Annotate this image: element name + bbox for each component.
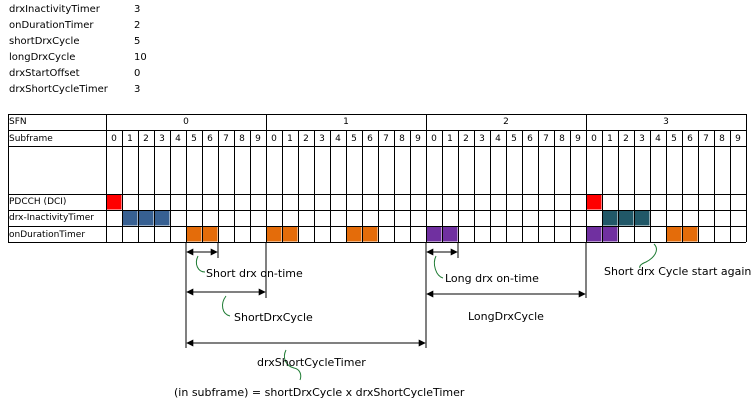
timer-cell	[586, 226, 602, 242]
label-short-drx-cycle: ShortDrxCycle	[234, 311, 313, 324]
subframe-number: 0	[271, 134, 277, 144]
timer-cell	[138, 210, 154, 226]
subframe-number: 6	[687, 134, 693, 144]
callout-curves	[195, 243, 657, 381]
timer-cell	[682, 226, 698, 242]
subframe-number: 0	[431, 134, 437, 144]
subframe-number: 3	[159, 134, 165, 144]
subframe-number: 3	[639, 134, 645, 144]
subframe-number: 6	[367, 134, 373, 144]
timer-cell	[666, 226, 682, 242]
param-name: longDrxCycle	[9, 52, 76, 63]
frame-number: 1	[343, 117, 349, 127]
timer-cell	[202, 226, 218, 242]
param-name: drxShortCycleTimer	[9, 84, 108, 95]
frame-number: 2	[503, 117, 509, 127]
subframe-number: 3	[479, 134, 485, 144]
param-value: 0	[134, 68, 141, 79]
subframe-number: 2	[623, 134, 629, 144]
timer-cell	[602, 210, 618, 226]
param-value: 2	[134, 20, 141, 31]
param-value: 5	[134, 36, 141, 47]
subframe-grid	[8, 114, 747, 243]
timer-cell	[266, 226, 282, 242]
subframe-number: 4	[655, 134, 661, 144]
timer-cell	[122, 210, 138, 226]
subframe-number: 2	[463, 134, 469, 144]
subframe-number: 7	[383, 134, 389, 144]
subframe-number: 8	[719, 134, 725, 144]
subframe-number: 9	[735, 134, 741, 144]
param-name: shortDrxCycle	[9, 36, 80, 47]
subframe-label: Subframe	[9, 134, 53, 144]
timer-cell	[426, 226, 442, 242]
param-name: onDurationTimer	[9, 20, 94, 31]
subframe-number: 6	[207, 134, 213, 144]
param-name: drxInactivityTimer	[9, 4, 100, 15]
subframe-number: 1	[127, 134, 133, 144]
timer-cell	[586, 194, 602, 210]
subframe-number: 5	[191, 134, 197, 144]
label-long-drx-on-time: Long drx on-time	[445, 272, 539, 285]
row-label-pdcch: PDCCH (DCI)	[9, 197, 66, 207]
subframe-number: 7	[703, 134, 709, 144]
label-drx-short-cycle-timer: drxShortCycleTimer	[257, 356, 366, 369]
subframe-number: 2	[303, 134, 309, 144]
subframe-number: 7	[543, 134, 549, 144]
guide-lines	[185, 242, 587, 348]
subframe-number: 4	[495, 134, 501, 144]
frame-number: 3	[663, 117, 669, 127]
subframe-number: 3	[319, 134, 325, 144]
subframe-number: 6	[527, 134, 533, 144]
subframe-number: 2	[143, 134, 149, 144]
subframe-number: 9	[415, 134, 421, 144]
subframe-number: 8	[559, 134, 565, 144]
subframe-number: 4	[175, 134, 181, 144]
subframe-number: 8	[399, 134, 405, 144]
timer-cell	[442, 226, 458, 242]
subframe-number: 5	[351, 134, 357, 144]
timer-cell	[106, 194, 122, 210]
row-label-onduration: onDurationTimer	[9, 230, 85, 240]
frame-number: 0	[183, 117, 189, 127]
label-short-drx-on-time: Short drx on-time	[206, 267, 303, 280]
measurement-arrows	[186, 248, 586, 347]
timer-cell	[618, 210, 634, 226]
subframe-number: 1	[287, 134, 293, 144]
subframe-number: 9	[255, 134, 261, 144]
subframe-number: 4	[335, 134, 341, 144]
row-label-inactivity: drx-InactivityTimer	[9, 213, 94, 223]
subframe-number: 1	[447, 134, 453, 144]
timer-cell	[602, 226, 618, 242]
label-long-drx-cycle: LongDrxCycle	[468, 310, 544, 323]
timer-cell	[634, 210, 650, 226]
param-value: 3	[134, 4, 141, 15]
subframe-number: 0	[591, 134, 597, 144]
subframe-number: 5	[671, 134, 677, 144]
subframe-number: 9	[575, 134, 581, 144]
param-value: 10	[134, 52, 147, 63]
label-short-cycle-start-again: Short drx Cycle start again	[604, 265, 751, 278]
subframe-number: 5	[511, 134, 517, 144]
timer-cell	[362, 226, 378, 242]
subframe-number: 8	[239, 134, 245, 144]
label-formula: (in subframe) = shortDrxCycle x drxShort…	[174, 386, 465, 399]
timer-cell	[154, 210, 170, 226]
sfn-label: SFN	[9, 117, 27, 127]
param-value: 3	[134, 84, 141, 95]
param-name: drxStartOffset	[9, 68, 80, 79]
subframe-number: 0	[111, 134, 117, 144]
timer-cell	[346, 226, 362, 242]
timer-cell	[186, 226, 202, 242]
subframe-number: 7	[223, 134, 229, 144]
timer-cell	[282, 226, 298, 242]
subframe-number: 1	[607, 134, 613, 144]
timer-cells	[106, 194, 698, 242]
